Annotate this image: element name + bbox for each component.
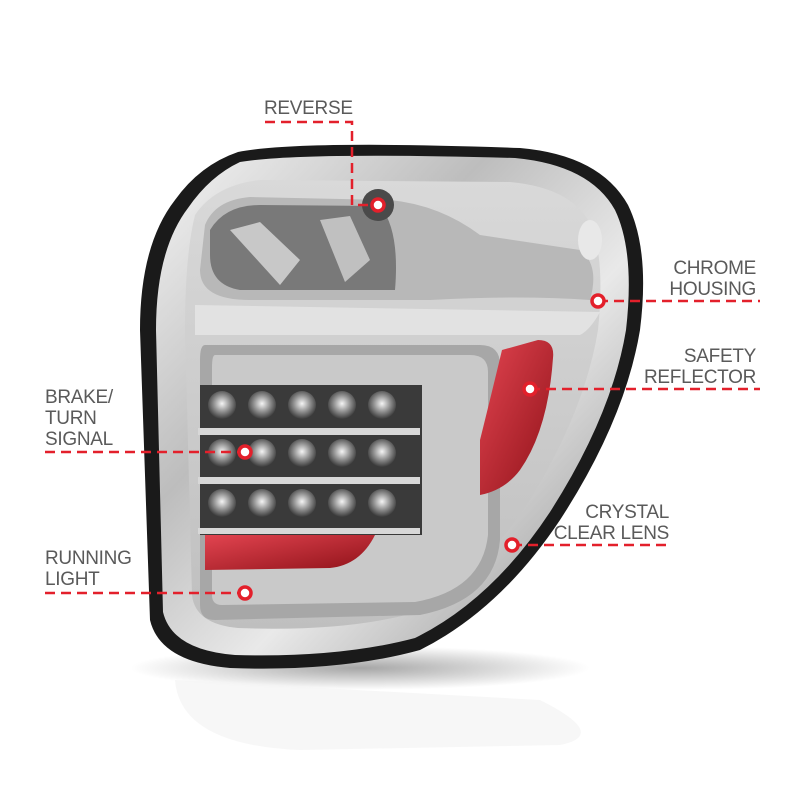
label-reverse: REVERSE [264, 98, 353, 119]
label-line: SIGNAL [45, 429, 113, 450]
label-line: BRAKE/ [45, 387, 113, 408]
reflection [175, 680, 581, 750]
label-line: REVERSE [264, 98, 353, 119]
crystal-lens-dot [504, 537, 520, 553]
brake-turn-dot [237, 444, 253, 460]
label-line: SAFETY [683, 346, 756, 367]
label-line: HOUSING [669, 279, 756, 300]
label-brake-turn-signal: BRAKE/ TURN SIGNAL [45, 387, 113, 450]
label-line: REFLECTOR [643, 367, 756, 388]
label-line: CHROME [673, 258, 756, 279]
label-safety-reflector: SAFETY REFLECTOR [644, 346, 756, 388]
led-array [198, 385, 422, 535]
label-line: CRYSTAL [585, 502, 669, 523]
callout-dots [237, 197, 606, 601]
safety-reflector [480, 340, 554, 495]
safety-reflector-dot [522, 381, 538, 397]
label-crystal-clear-lens: CRYSTAL CLEAR LENS [553, 502, 670, 544]
label-line: RUNNING [45, 548, 132, 569]
label-line: LIGHT [45, 569, 100, 590]
label-line: TURN [45, 408, 97, 429]
chrome-housing-dot [590, 293, 606, 309]
lower-red-reflector [205, 535, 375, 570]
label-running-light: RUNNING LIGHT [45, 548, 132, 590]
running-light-dot [237, 585, 253, 601]
label-line: CLEAR LENS [553, 523, 670, 544]
callout-lines [45, 120, 760, 595]
reverse-dot [370, 197, 386, 213]
label-chrome-housing: CHROME HOUSING [669, 258, 756, 300]
